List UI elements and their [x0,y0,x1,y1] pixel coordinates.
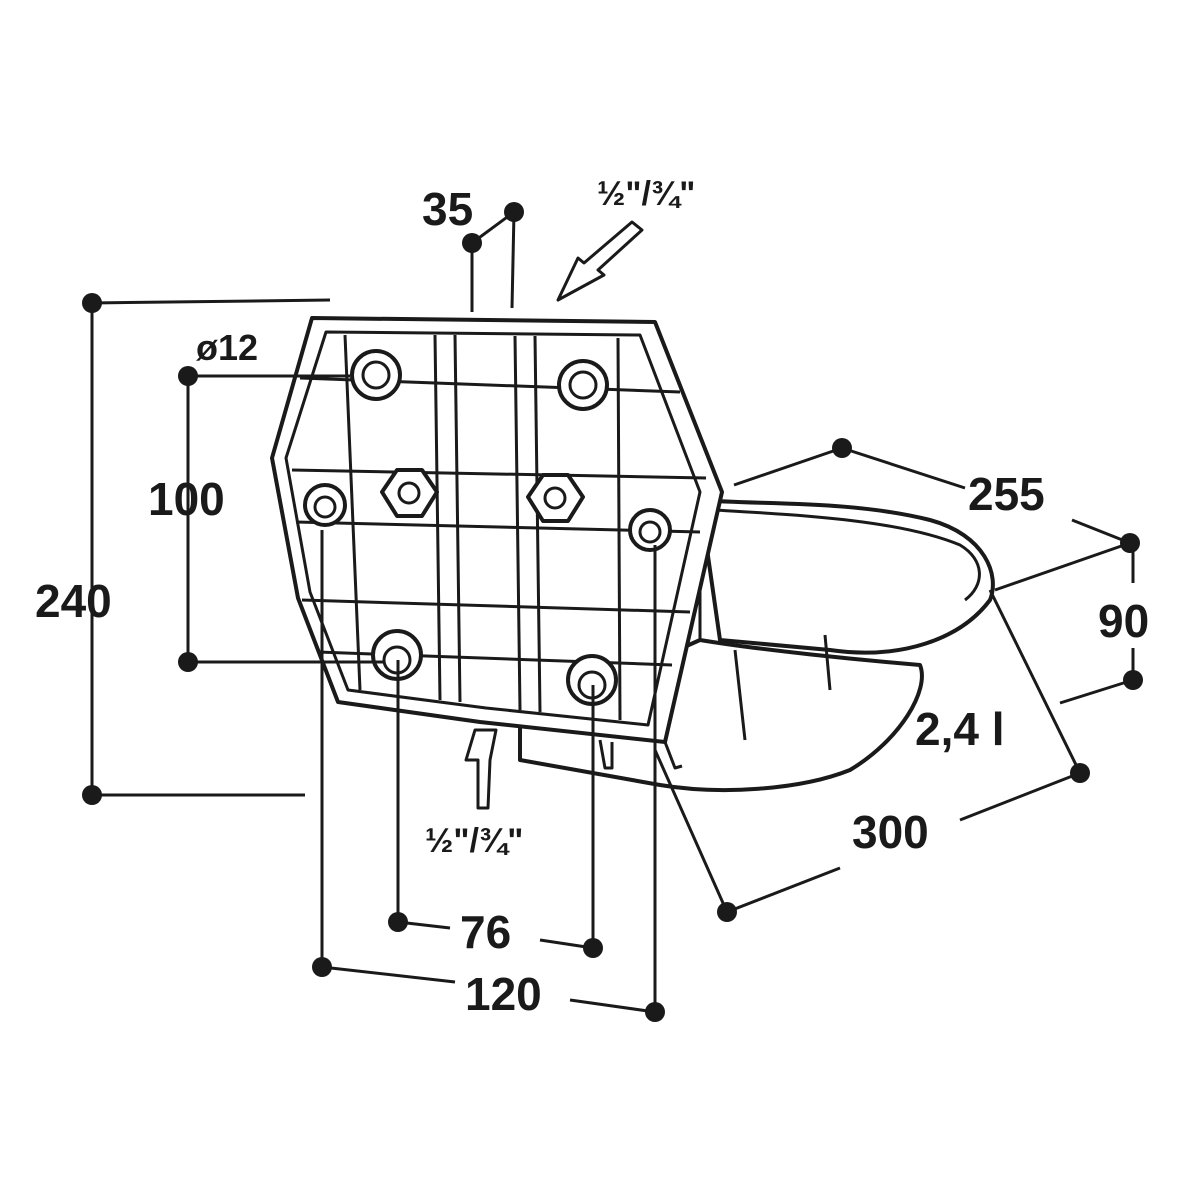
label-depth-35: 35 [422,183,473,235]
mounting-plate [270,316,724,770]
inlet-arrow-bottom [464,728,498,810]
label-height-90: 90 [1098,595,1149,647]
dimension-lines [90,210,1135,1014]
label-spacing-76: 76 [460,906,511,958]
label-width-255: 255 [968,468,1045,520]
label-inlet-bottom: ½"/¾" [425,822,523,860]
label-volume: 2,4 l [915,703,1005,755]
inlet-arrow-top [556,220,644,302]
label-diameter-12: ø12 [196,327,258,368]
label-inlet-top: ½"/¾" [597,175,695,213]
label-height-240: 240 [35,575,112,627]
label-spacing-100: 100 [148,473,225,525]
label-width-120: 120 [465,968,542,1020]
label-depth-300: 300 [852,806,929,858]
dimension-dots [82,202,1143,1022]
